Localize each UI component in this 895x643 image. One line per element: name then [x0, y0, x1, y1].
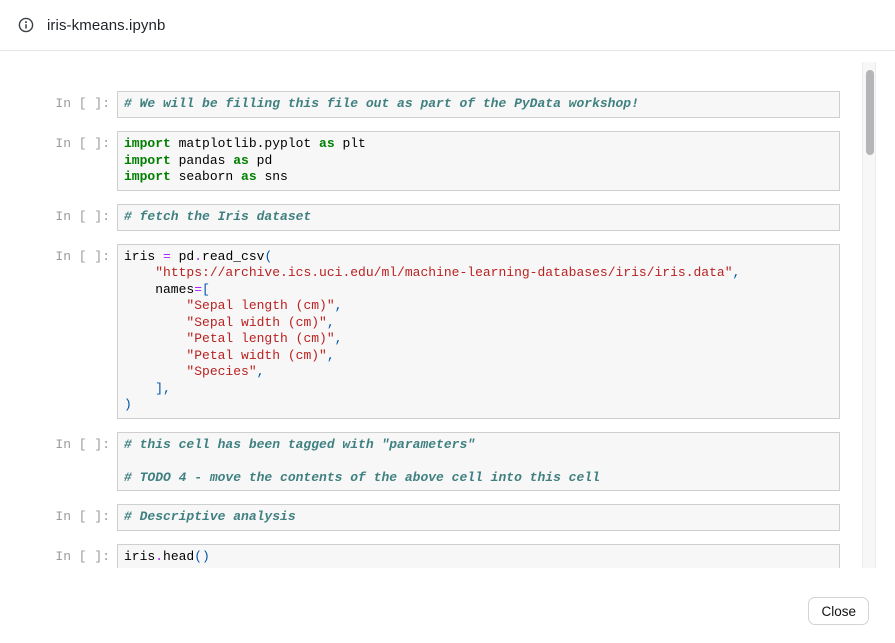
cell-input: # fetch the Iris dataset: [117, 203, 840, 231]
cell-input: iris.head(): [117, 544, 840, 568]
cell-prompt: In [ ]:: [55, 436, 110, 452]
close-button[interactable]: Close: [808, 597, 869, 625]
notebook-cell: In [ ]: # this cell has been tagged with…: [0, 431, 840, 491]
notebook-cell: In [ ]: # fetch the Iris dataset: [0, 203, 840, 231]
cell-prompt: In [ ]:: [55, 549, 110, 564]
scrollbar-thumb[interactable]: [866, 70, 874, 155]
cell-input: # We will be filling this file out as pa…: [117, 91, 840, 118]
notebook-cell: In [ ]: # We will be filling this file o…: [0, 91, 840, 118]
notebook-scroll-area: In [ ]: # We will be filling this file o…: [0, 52, 895, 568]
cell-prompt: In [ ]:: [55, 136, 110, 151]
notebook-cell: In [ ]: iris.head(): [0, 544, 840, 568]
info-icon: [18, 17, 34, 33]
scrollbar-track[interactable]: [862, 62, 876, 568]
modal-header: iris-kmeans.ipynb: [0, 0, 895, 51]
notebook-cells: In [ ]: # We will be filling this file o…: [0, 52, 840, 568]
cell-prompt: In [ ]:: [55, 509, 110, 524]
page-title: iris-kmeans.ipynb: [47, 16, 166, 34]
cell-input: # Descriptive analysis: [117, 504, 840, 531]
cell-input: # this cell has been tagged with "parame…: [117, 431, 840, 491]
notebook-cell: In [ ]: # Descriptive analysis: [0, 504, 840, 531]
cell-prompt: In [ ]:: [55, 208, 110, 224]
cell-prompt: In [ ]:: [55, 248, 110, 264]
cell-prompt: In [ ]:: [55, 96, 110, 111]
notebook-cell: In [ ]: iris = pd.read_csv( "https://arc…: [0, 243, 840, 419]
cell-input: iris = pd.read_csv( "https://archive.ics…: [117, 243, 840, 419]
